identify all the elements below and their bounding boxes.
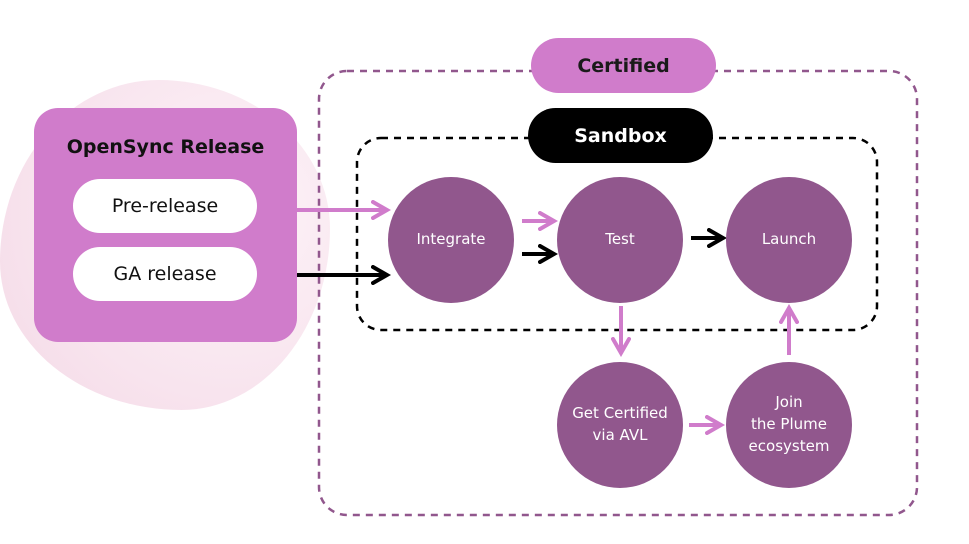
- certify-label: Get Certified via AVL: [572, 404, 668, 444]
- sandbox-label: Sandbox: [528, 108, 713, 163]
- certify-node: Get Certified via AVL: [557, 362, 683, 488]
- pre-release-pill: Pre-release: [73, 179, 257, 233]
- certified-container: [317, 69, 919, 517]
- test-node: Test: [557, 177, 683, 303]
- integrate-node: Integrate: [388, 177, 514, 303]
- join-label: Join the Plume ecosystem: [748, 393, 830, 455]
- ga-release-pill: GA release: [73, 247, 257, 301]
- launch-node: Launch: [726, 177, 852, 303]
- integrate-label: Integrate: [416, 230, 486, 249]
- certified-label: Certified: [531, 38, 716, 93]
- join-node: Join the Plume ecosystem: [726, 362, 852, 488]
- launch-label: Launch: [761, 230, 817, 249]
- test-label: Test: [605, 230, 635, 249]
- opensync-release-title: OpenSync Release: [66, 136, 265, 158]
